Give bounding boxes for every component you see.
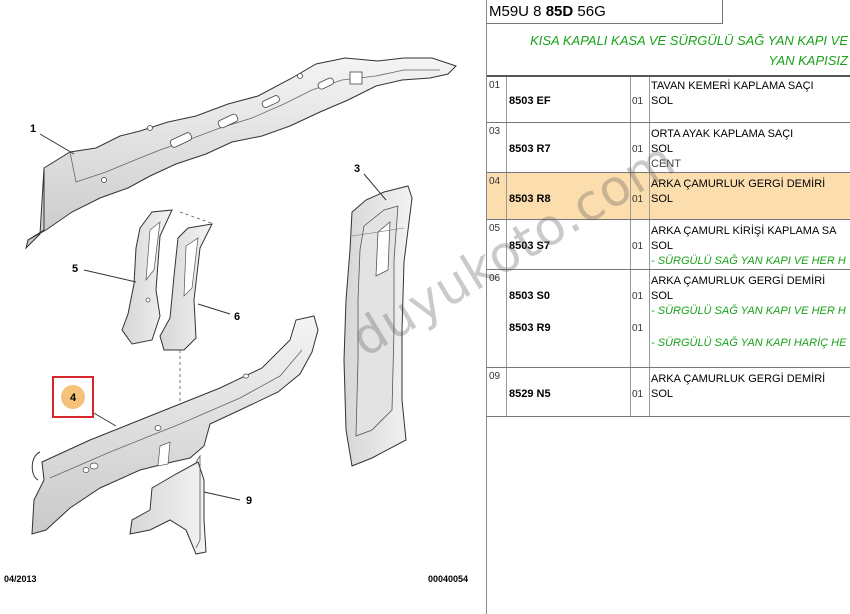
leader-lines [39,133,387,501]
table-row-selected[interactable]: 04 8503 R8 01 ARKA ÇAMURLUK GERGİ DEMİRİ… [487,173,850,220]
row-seq: 04 [489,176,501,187]
part-ref[interactable]: 8503 R7 [509,143,551,155]
table-row[interactable]: 03 8503 R7 01 ORTA AYAK KAPLAMA SAÇI SOL… [487,123,850,173]
part-ref[interactable]: 8503 EF [509,95,551,107]
section-title-line1: KISA KAPALI KASA VE SÜRGÜLÜ SAĞ YAN KAPI… [530,33,848,48]
row-seq: 09 [489,371,501,382]
model-code-group: 85D [545,3,574,20]
part-side: SOL [651,388,674,400]
part-qty: 01 [632,144,644,155]
section-title-line2: YAN KAPISIZ [768,53,848,68]
part-1-roof-bow[interactable] [25,57,457,250]
table-row[interactable]: 01 8503 EF 01 TAVAN KEMERİ KAPLAMA SAÇI … [487,77,850,123]
table-top-rule [487,75,850,77]
exploded-parts-diagram: 1 3 5 6 9 4 04/2013 00040054 [4,57,468,584]
row-seq: 05 [489,223,501,234]
part-side: SOL [651,95,674,107]
table-row[interactable]: 05 8503 S7 01 ARKA ÇAMURL KİRİŞİ KAPLAMA… [487,220,850,270]
part-desc: ARKA ÇAMURL KİRİŞİ KAPLAMA SA [651,225,837,237]
part-desc: ORTA AYAK KAPLAMA SAÇI [651,128,794,140]
callout-9: 9 [246,495,252,507]
part-qty: 01 [632,96,644,107]
part-ref[interactable]: 8503 R8 [509,193,551,205]
part-qty: 01 [632,241,644,252]
section-title: KISA KAPALI KASA VE SÜRGÜLÜ SAĞ YAN KAPI… [487,25,850,75]
part-ref-alt[interactable]: 8503 R9 [509,322,551,334]
part-ref[interactable]: 8503 S0 [509,290,550,302]
row-seq: 01 [489,80,501,91]
part-side: SOL [651,193,674,205]
row-seq: 03 [489,126,501,137]
part-side: SOL [651,290,674,302]
callout-5: 5 [72,263,78,275]
part-note: - SÜRGÜLÜ SAĞ YAN KAPI VE HER H [651,305,846,317]
callout-1: 1 [30,123,36,135]
part-side: SOL [651,240,674,252]
row-seq: 06 [489,273,501,284]
callout-4: 4 [70,392,77,404]
part-note-alt: - SÜRGÜLÜ SAĞ YAN KAPI HARİÇ HE [651,337,847,349]
footer-diagram-number: 00040054 [428,574,468,584]
model-code-prefix: M59U 8 [489,3,546,20]
part-qty: 01 [632,389,644,400]
footer-date: 04/2013 [4,574,37,584]
table-row[interactable]: 09 8529 N5 01 ARKA ÇAMURLUK GERGİ DEMİRİ… [487,368,850,417]
part-desc: ARKA ÇAMURLUK GERGİ DEMİRİ [651,178,826,190]
part-desc: TAVAN KEMERİ KAPLAMA SAÇI [651,80,814,92]
part-ref[interactable]: 8503 S7 [509,240,550,252]
part-5-bracket[interactable] [121,209,173,345]
part-note: - SÜRGÜLÜ SAĞ YAN KAPI VE HER H [651,255,846,267]
part-qty-alt: 01 [632,323,644,334]
part-3-centre-pillar[interactable] [343,185,413,467]
model-code: M59U 8 85D 56G [487,0,723,24]
part-side: SOL [651,143,674,155]
panel-divider [486,0,487,614]
model-code-suffix: 56G [573,3,606,20]
part-variant: CENT [651,158,681,170]
part-ref[interactable]: 8529 N5 [509,388,551,400]
parts-list-panel: M59U 8 85D 56G KISA KAPALI KASA VE SÜRGÜ… [487,0,850,614]
table-row[interactable]: 06 8503 S0 01 ARKA ÇAMURLUK GERGİ DEMİRİ… [487,270,850,368]
callout-4-highlight[interactable]: 4 [52,376,94,418]
part-desc: ARKA ÇAMURLUK GERGİ DEMİRİ [651,275,826,287]
callout-6: 6 [234,311,240,323]
part-desc: ARKA ÇAMURLUK GERGİ DEMİRİ [651,373,826,385]
part-4-rear-wheel-arch-tie-bar[interactable] [31,315,319,535]
part-qty: 01 [632,194,644,205]
part-9-lower-panel[interactable] [129,454,207,555]
part-6-bracket[interactable] [159,223,213,351]
callout-3: 3 [354,163,360,175]
part-qty: 01 [632,291,644,302]
